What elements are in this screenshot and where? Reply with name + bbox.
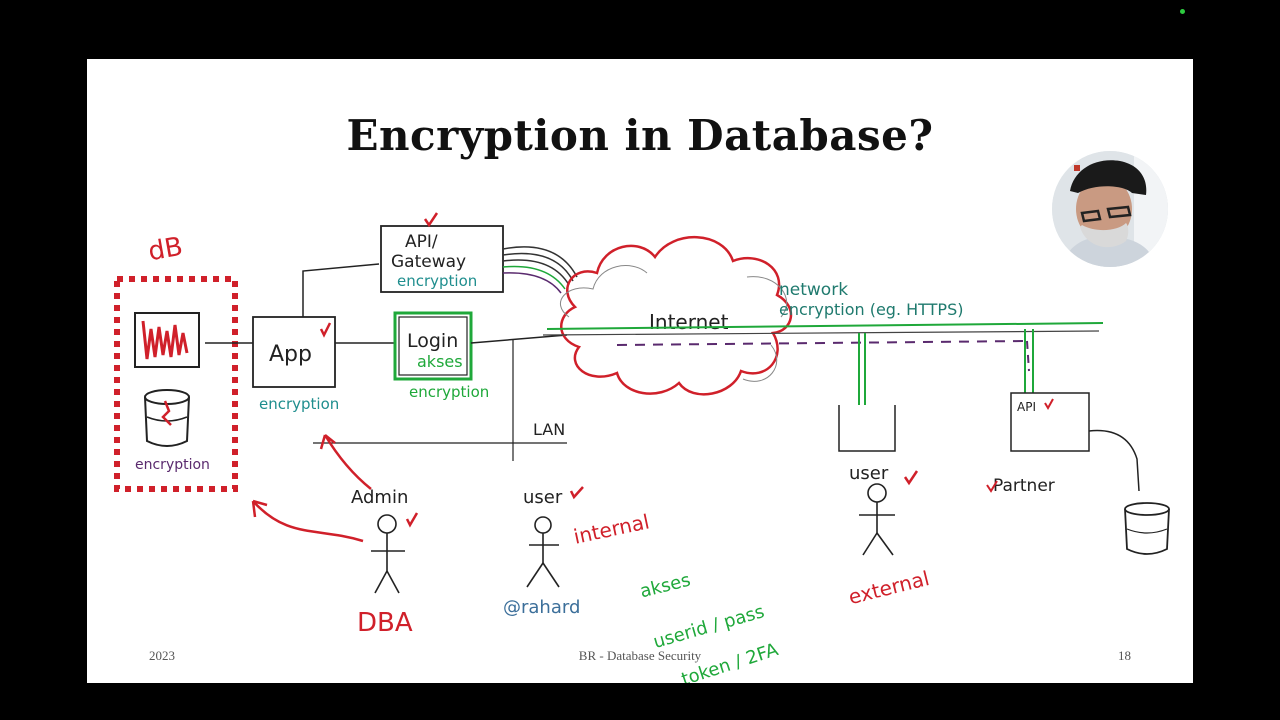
app-encryption-label: encryption (259, 395, 339, 413)
partner-db-line (1088, 429, 1140, 492)
user-external-label: user (849, 463, 889, 484)
partner-api-label: API (1017, 400, 1036, 414)
partner-api-check-icon (1044, 398, 1054, 410)
admin-figure (371, 514, 405, 594)
user-internal-check-icon (569, 486, 584, 500)
dba-label: DBA (357, 608, 413, 638)
app-label: App (269, 342, 312, 367)
db-encryption-label: encryption (135, 457, 210, 473)
slide-title: Encryption in Database? (346, 111, 934, 160)
gateway-internet-purple-curve (502, 272, 562, 294)
db-group-label: dB (146, 232, 185, 268)
network-green-line (546, 322, 1104, 330)
presenter-handle: @rahard (503, 597, 580, 618)
admin-to-app-arrow (319, 434, 372, 490)
user-internal-label: user (523, 487, 563, 508)
app-check-icon (319, 322, 332, 338)
admin-label: Admin (351, 487, 408, 508)
login-box (393, 311, 473, 381)
access-note-userid-pass: userid / pass (651, 601, 767, 653)
status-dot (1180, 9, 1185, 14)
partner-check-icon (986, 480, 998, 493)
db-group-box (114, 276, 238, 492)
presenter-avatar (1052, 151, 1168, 267)
footer-year: 2023 (149, 648, 175, 663)
admin-to-db-arrow (251, 499, 364, 543)
app-gateway-line (302, 263, 380, 317)
app-box (252, 316, 336, 388)
api-gateway-box (380, 225, 504, 293)
external-label: external (846, 566, 932, 609)
external-drop-lines (858, 329, 1034, 405)
server-icon (134, 312, 200, 368)
user-external-check-icon (903, 470, 919, 486)
user-external-figure (859, 483, 895, 556)
admin-check-icon (405, 512, 419, 528)
network-purple-dashed-line (616, 340, 1028, 346)
network-encryption-line2: encryption (eg. HTTPS) (779, 300, 963, 319)
partner-database-icon (1124, 502, 1170, 555)
server-scribble (141, 320, 189, 360)
internet-label: Internet (649, 310, 729, 334)
presenter-photo (1052, 151, 1168, 267)
gateway-internet-green-curve (502, 265, 566, 290)
partner-label: Partner (993, 476, 1055, 496)
login-box-inner (398, 316, 468, 376)
footer-page-number: 18 (1118, 648, 1131, 663)
lan-label: LAN (533, 420, 565, 439)
internal-label: internal (571, 509, 651, 548)
access-note-akses: akses (638, 570, 693, 603)
login-sublabel: akses (417, 352, 463, 371)
whiteboard-diagram: dB encryption App encryption API/ Gatewa… (114, 212, 1170, 683)
api-gateway-label-line2: Gateway (391, 252, 466, 272)
api-gateway-encryption-label: encryption (397, 272, 477, 290)
api-gateway-label-line1: API/ (405, 232, 438, 252)
network-pencil-line (542, 330, 1100, 336)
internet-cloud-pencil (560, 265, 787, 382)
external-device-box (838, 405, 896, 452)
gateway-internet-curves (502, 246, 578, 286)
api-gateway-check-icon (423, 212, 439, 228)
network-to-partner-line (1026, 340, 1030, 372)
login-encryption-label: encryption (409, 383, 489, 401)
database-icon (144, 389, 190, 447)
login-internet-line (470, 334, 568, 344)
slide: Encryption in Database? dB encryption Ap… (87, 59, 1193, 683)
footer-center: BR - Database Security (578, 648, 702, 663)
login-label: Login (407, 330, 458, 352)
user-internal-figure (526, 516, 560, 588)
network-encryption-line1: network (779, 280, 848, 300)
partner-api-box (1010, 392, 1090, 452)
